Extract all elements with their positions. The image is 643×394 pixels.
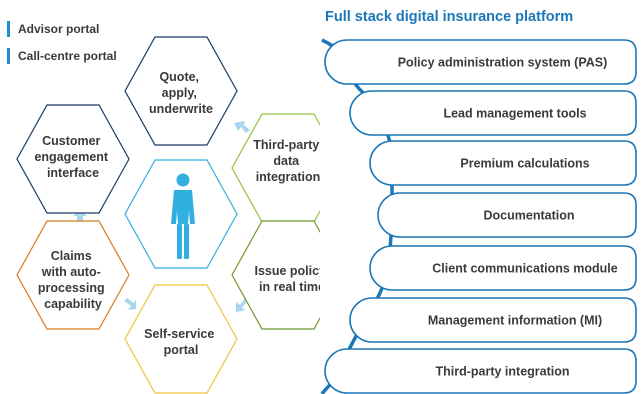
platform-item-box: [324, 348, 637, 394]
arrow-issue-to-self: [236, 298, 248, 312]
hex-claims-label: Claims with auto- processing capability: [38, 249, 108, 311]
hex-self-service[interactable]: [124, 284, 238, 394]
hex-customer-engagement-label: Customer engagement interface: [34, 134, 111, 180]
platform-item-label: Policy administration system (PAS): [398, 56, 608, 70]
arrow-self-to-claims: [124, 298, 136, 310]
platform-item-label: Management information (MI): [428, 314, 602, 328]
platform-item[interactable]: Policy administration system (PAS): [324, 39, 637, 85]
platform-item[interactable]: Third-party integration: [324, 348, 637, 394]
platform-item-box: [324, 39, 637, 85]
legend-advisor-portal: Advisor portal: [7, 21, 99, 37]
legend-call-centre-portal: Call-centre portal: [7, 48, 117, 64]
hex-quote-label: Quote, apply, underwrite: [149, 70, 213, 116]
hex-quote[interactable]: [124, 36, 238, 146]
hex-issue-policy[interactable]: [231, 220, 320, 330]
platform-item[interactable]: Premium calculations: [369, 140, 637, 186]
platform-item-box: [349, 297, 637, 343]
arrow-quote-to-data: [234, 121, 250, 133]
platform-item-box: [349, 90, 637, 136]
platform-item[interactable]: Documentation: [377, 192, 637, 238]
platform-item[interactable]: Lead management tools: [349, 90, 637, 136]
platform-item[interactable]: Management information (MI): [349, 297, 637, 343]
platform-title: Full stack digital insurance platform: [325, 9, 574, 25]
arrow-claims-to-customer: [73, 209, 87, 221]
platform-item[interactable]: Client communications module: [369, 245, 637, 291]
platform-item-label: Premium calculations: [460, 157, 589, 171]
platform-item-label: Lead management tools: [443, 107, 586, 121]
person-icon: [171, 173, 195, 259]
platform-item-label: Client communications module: [432, 262, 617, 276]
hex-claims[interactable]: [16, 220, 130, 330]
hex-self-service-label: Self-service portal: [144, 327, 218, 357]
hex-issue-policy-label: Issue policy in real time: [254, 264, 320, 294]
hex-third-party-data-label: Third-party data integration: [253, 138, 320, 184]
hexagon-diagram: Quote, apply, underwrite Third-party dat…: [16, 36, 320, 394]
platform-item-label: Third-party integration: [435, 365, 569, 379]
platform-spine: [320, 38, 394, 394]
hex-customer-engagement[interactable]: [16, 104, 130, 214]
platform-item-label: Documentation: [484, 209, 575, 223]
platform-item-box: [369, 245, 637, 291]
platform-item-box: [377, 192, 637, 238]
platform-item-box: [369, 140, 637, 186]
